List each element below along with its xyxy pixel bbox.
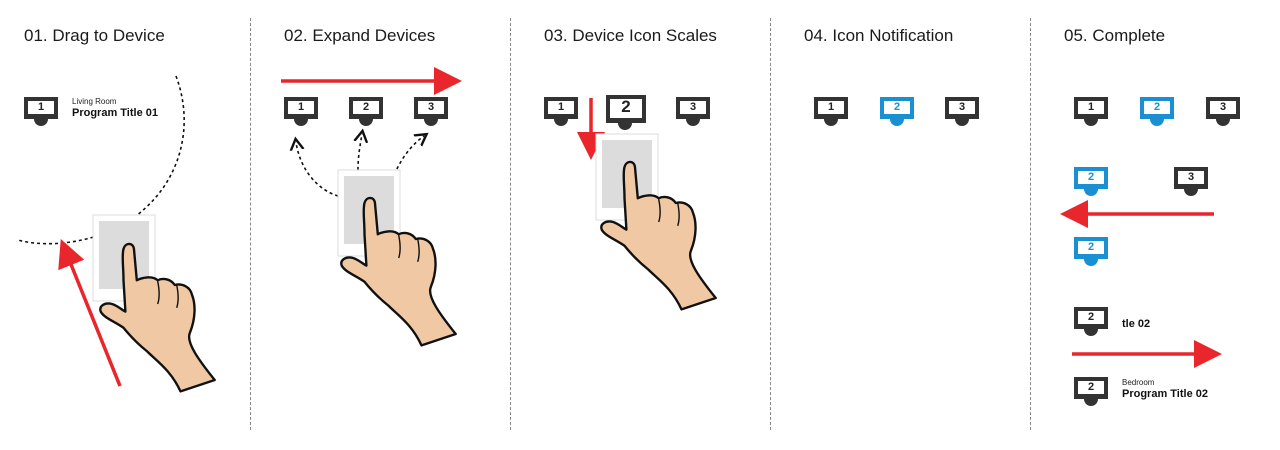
device-number: 3 <box>1219 101 1227 113</box>
device-number: 3 <box>427 101 435 113</box>
step-title-3: 03. Device Icon Scales <box>544 26 717 45</box>
device-number: 1 <box>297 101 305 113</box>
dashed-path-center <box>358 134 362 171</box>
tv-device-icon: 2 <box>1074 307 1108 337</box>
tv-device-icon: 1 <box>544 97 578 127</box>
device-number: 2 <box>1087 311 1095 323</box>
device-number: 2 <box>362 101 370 113</box>
tv-device-icon-highlighted: 2 <box>880 97 914 127</box>
divider-2 <box>510 18 511 430</box>
device-number: 1 <box>827 101 835 113</box>
device-number: 2 <box>621 97 631 116</box>
step-title-1: 01. Drag to Device <box>24 26 165 45</box>
device-number: 3 <box>1187 171 1195 183</box>
tv-device-icon: 2 <box>1074 377 1108 407</box>
tv-device-icon: 3 <box>945 97 979 127</box>
divider-3 <box>770 18 771 430</box>
red-arrow-step1 <box>58 239 122 387</box>
room-label: Living Room <box>72 97 117 106</box>
tv-device-icon-scaled: 2 <box>606 95 646 131</box>
device-number: 2 <box>1087 241 1095 253</box>
tv-device-icon-highlighted: 2 <box>1074 237 1108 267</box>
tv-device-icon: 1 <box>814 97 848 127</box>
tv-device-icon: 3 <box>1174 167 1208 197</box>
device-number: 1 <box>1087 101 1095 113</box>
program-title-label: Program Title 02 <box>1122 388 1208 400</box>
device-number: 2 <box>1087 171 1095 183</box>
tv-device-icon-highlighted: 2 <box>1074 167 1108 197</box>
divider-4 <box>1030 18 1031 430</box>
program-title-label: Program Title 01 <box>72 107 158 119</box>
device-number: 2 <box>1087 381 1095 393</box>
device-number: 1 <box>37 101 45 113</box>
device-number: 3 <box>689 101 697 113</box>
tv-device-icon: 1 <box>24 97 58 127</box>
device-number: 3 <box>958 101 966 113</box>
tv-device-icon: 3 <box>1206 97 1240 127</box>
divider-1 <box>250 18 251 430</box>
tv-device-icon: 2 <box>349 97 383 127</box>
step-title-4: 04. Icon Notification <box>804 26 954 45</box>
dashed-path-right <box>391 136 424 181</box>
step-title-2: 02. Expand Devices <box>284 26 436 45</box>
step-title-5: 05. Complete <box>1064 26 1166 45</box>
tv-device-icon: 3 <box>676 97 710 127</box>
device-number: 2 <box>893 101 901 113</box>
tv-device-icon: 1 <box>284 97 318 127</box>
dashed-path-left <box>296 142 339 197</box>
room-label: Bedroom <box>1122 378 1155 387</box>
tv-device-icon: 1 <box>1074 97 1108 127</box>
tv-device-icon-highlighted: 2 <box>1140 97 1174 127</box>
tv-device-icon: 3 <box>414 97 448 127</box>
device-number: 2 <box>1153 101 1161 113</box>
device-number: 1 <box>557 101 565 113</box>
partial-program-title: tle 02 <box>1122 318 1151 330</box>
